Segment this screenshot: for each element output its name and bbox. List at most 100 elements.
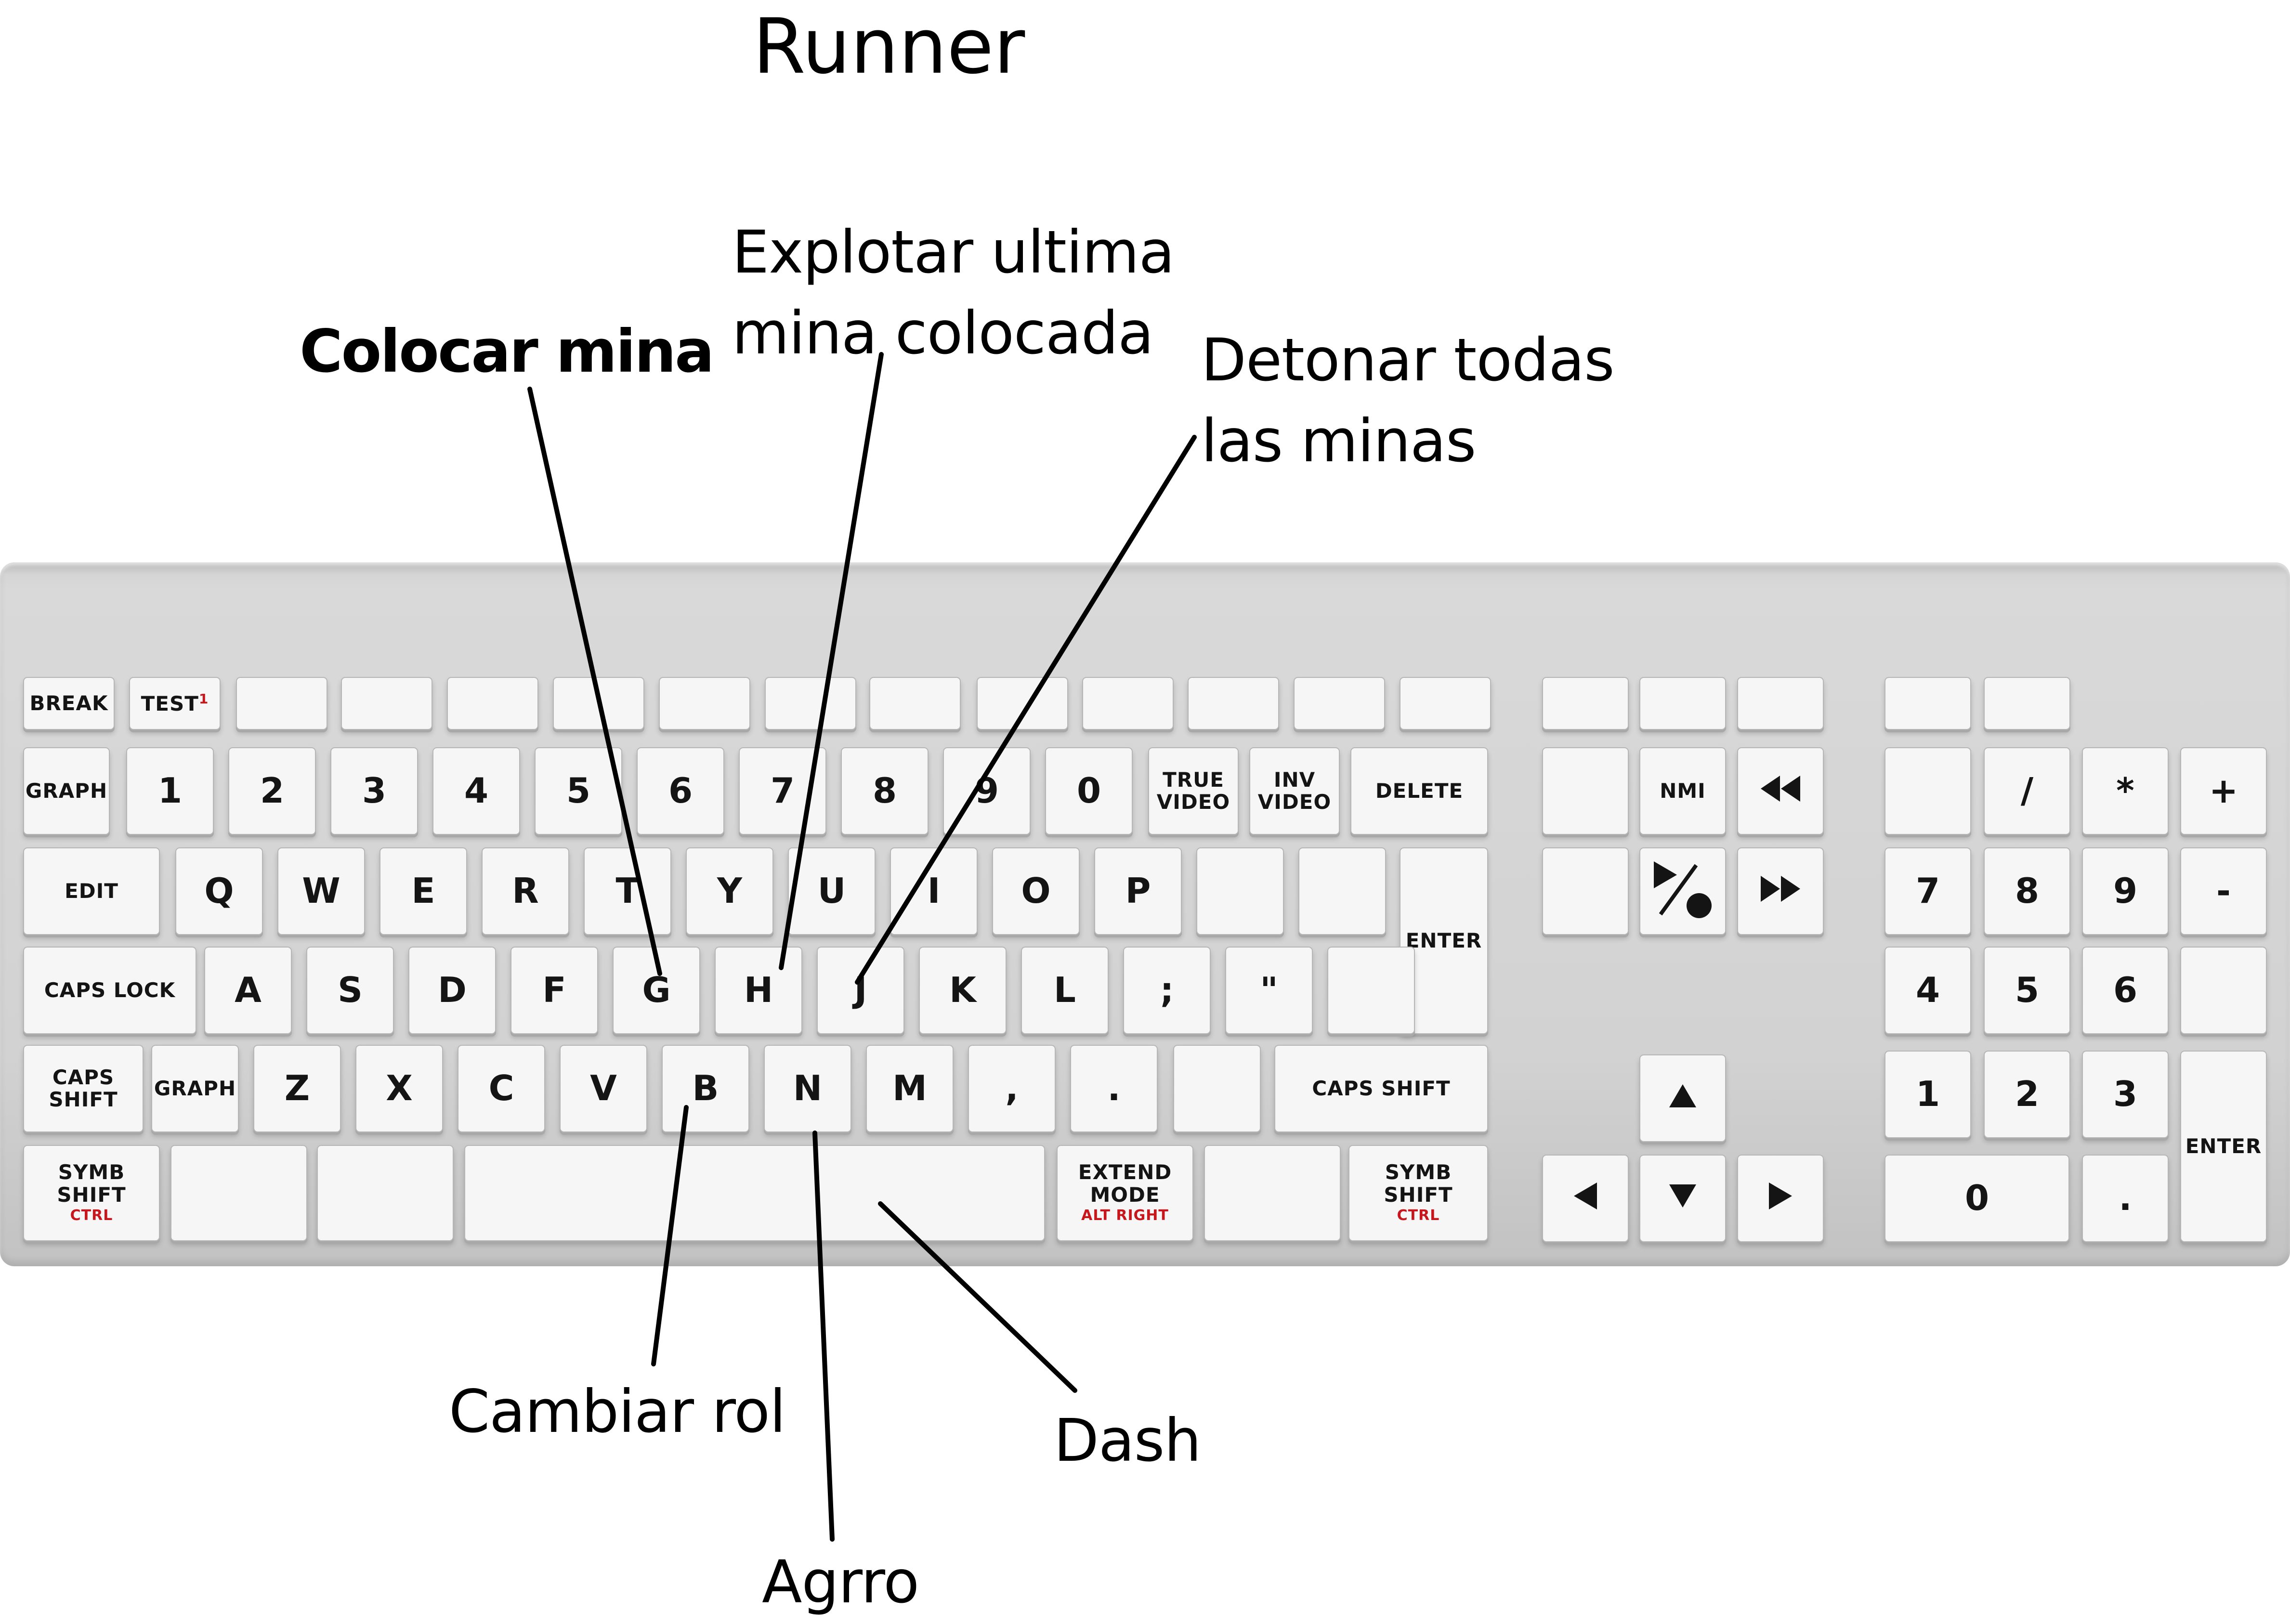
key-graph[interactable]: GRAPH (23, 747, 110, 835)
key-blank[interactable] (2180, 947, 2267, 1034)
key-r[interactable]: R (482, 847, 569, 935)
key-y[interactable]: Y (686, 847, 773, 935)
key-blank[interactable] (869, 677, 961, 730)
key-3[interactable]: 3 (330, 747, 418, 835)
key-s[interactable]: S (306, 947, 394, 1034)
key-l[interactable]: L (1021, 947, 1109, 1034)
key-9[interactable]: 9 (2082, 847, 2169, 935)
key-q[interactable]: Q (175, 847, 263, 935)
key-blank[interactable] (765, 677, 856, 730)
key-f[interactable]: F (510, 947, 598, 1034)
key-2[interactable]: 2 (1984, 1051, 2070, 1138)
key-0[interactable]: 0 (1045, 747, 1133, 835)
key-blank[interactable] (1884, 747, 1971, 835)
key-blank[interactable] (1204, 1145, 1341, 1241)
key-fast-forward[interactable] (1737, 847, 1824, 935)
key-caps-lock[interactable]: CAPS LOCK (23, 947, 196, 1034)
key-blank[interactable] (447, 677, 538, 730)
key-graph[interactable]: GRAPH (151, 1045, 239, 1132)
key-arrow-right[interactable] (1737, 1155, 1824, 1242)
key-blank[interactable] (977, 677, 1068, 730)
key-blank[interactable] (1298, 847, 1386, 935)
key-arrow-up[interactable] (1639, 1054, 1726, 1142)
key-blank[interactable] (1542, 677, 1629, 730)
key-comma[interactable]: , (968, 1045, 1056, 1132)
key-space[interactable] (464, 1145, 1045, 1241)
key-break[interactable]: BREAK (23, 677, 115, 730)
key-7[interactable]: 7 (1884, 847, 1971, 935)
key-blank[interactable] (1984, 677, 2070, 730)
key-8[interactable]: 8 (1984, 847, 2070, 935)
key-play-record[interactable] (1639, 847, 1726, 935)
key-blank[interactable] (317, 1145, 454, 1241)
key-2[interactable]: 2 (228, 747, 316, 835)
key-blank[interactable] (1188, 677, 1279, 730)
key-minus[interactable]: - (2180, 847, 2267, 935)
key-blank[interactable] (1196, 847, 1284, 935)
key-5[interactable]: 5 (1984, 947, 2070, 1034)
key-blank[interactable] (659, 677, 750, 730)
key-t[interactable]: T (584, 847, 671, 935)
key-blank[interactable] (1737, 677, 1824, 730)
key-blank[interactable] (1082, 677, 1174, 730)
key-caps-shift[interactable]: CAPS SHIFT (1274, 1045, 1488, 1132)
key-j[interactable]: J (817, 947, 904, 1034)
key-period[interactable]: . (2082, 1155, 2169, 1242)
key-k[interactable]: K (919, 947, 1007, 1034)
key-plus[interactable]: + (2180, 747, 2267, 835)
key-arrow-left[interactable] (1542, 1155, 1629, 1242)
key-1[interactable]: 1 (1884, 1051, 1971, 1138)
key-8[interactable]: 8 (841, 747, 929, 835)
key-w[interactable]: W (277, 847, 365, 935)
key-v[interactable]: V (560, 1045, 647, 1132)
key-semicolon[interactable]: ; (1123, 947, 1211, 1034)
key-enter[interactable]: ENTER (2180, 1051, 2267, 1242)
key-p[interactable]: P (1094, 847, 1182, 935)
key-n[interactable]: N (764, 1045, 851, 1132)
key-blank[interactable] (1884, 677, 1971, 730)
key-3[interactable]: 3 (2082, 1051, 2169, 1138)
key-4[interactable]: 4 (1884, 947, 1971, 1034)
key-blank[interactable] (236, 677, 327, 730)
key-nmi[interactable]: NMI (1639, 747, 1726, 835)
key-slash[interactable]: / (1984, 747, 2070, 835)
key-blank[interactable] (1639, 677, 1726, 730)
key-1[interactable]: 1 (126, 747, 214, 835)
key-quote[interactable]: " (1225, 947, 1313, 1034)
key-c[interactable]: C (458, 1045, 545, 1132)
key-test[interactable]: TEST1 (129, 677, 221, 730)
key-5[interactable]: 5 (535, 747, 622, 835)
key-rewind[interactable] (1737, 747, 1824, 835)
key-blank[interactable] (1294, 677, 1385, 730)
key-period[interactable]: . (1070, 1045, 1158, 1132)
key-blank[interactable] (1542, 847, 1629, 935)
key-m[interactable]: M (866, 1045, 954, 1132)
key-blank[interactable] (1400, 677, 1491, 730)
key-a[interactable]: A (204, 947, 292, 1034)
key-0[interactable]: 0 (1884, 1155, 2069, 1242)
key-6[interactable]: 6 (637, 747, 724, 835)
key-x[interactable]: X (355, 1045, 443, 1132)
key-asterisk[interactable]: * (2082, 747, 2169, 835)
key-6[interactable]: 6 (2082, 947, 2169, 1034)
key-edit[interactable]: EDIT (23, 847, 160, 935)
key-i[interactable]: I (890, 847, 978, 935)
key-b[interactable]: B (662, 1045, 749, 1132)
key-blank[interactable] (1173, 1045, 1261, 1132)
key-u[interactable]: U (788, 847, 876, 935)
key-z[interactable]: Z (253, 1045, 341, 1132)
key-d[interactable]: D (408, 947, 496, 1034)
key-blank[interactable] (1542, 747, 1629, 835)
key-o[interactable]: O (992, 847, 1080, 935)
key-h[interactable]: H (715, 947, 802, 1034)
key-blank[interactable] (170, 1145, 307, 1241)
key-delete[interactable]: DELETE (1350, 747, 1488, 835)
key-4[interactable]: 4 (432, 747, 520, 835)
key-blank[interactable] (341, 677, 432, 730)
